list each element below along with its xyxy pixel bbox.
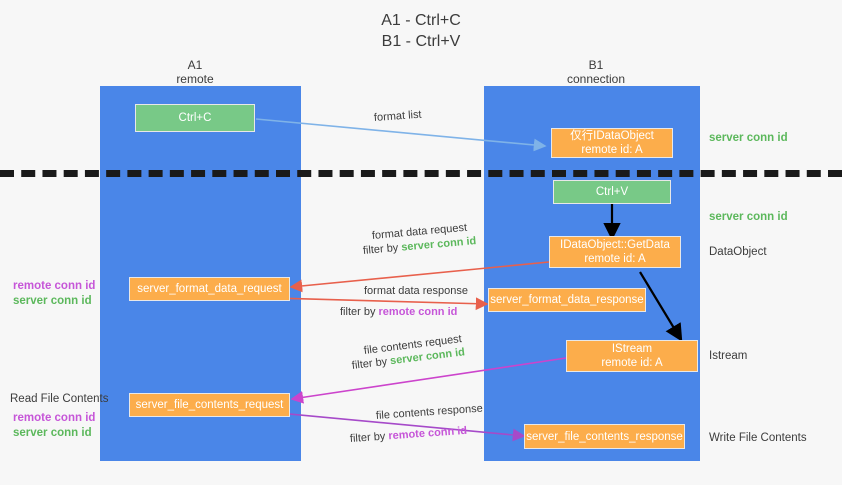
node-getdata-line1: IDataObject::GetData (560, 239, 670, 251)
side-label-istream: Istream (709, 350, 748, 362)
node-idataobject-remote-line1: 仅行IDataObject (570, 130, 654, 142)
filter-prefix: filter by (351, 355, 391, 372)
node-ctrl-c[interactable]: Ctrl+C (135, 104, 255, 132)
node-server-format-data-request-line1: server_format_data_request (137, 283, 282, 295)
column-header-b1: B1 connection (516, 58, 676, 86)
edge-label-format-list: format list (373, 108, 422, 124)
node-server-file-contents-request-line1: server_file_contents_request (135, 399, 284, 411)
side-label-server-conn-id-mid: server conn id (709, 211, 788, 223)
node-istream-line1: IStream (611, 343, 653, 355)
node-idataobject-remote-line2: remote id: A (581, 144, 643, 156)
side-label-server-conn-id-left-mid: server conn id (13, 295, 92, 307)
node-server-file-contents-request[interactable]: server_file_contents_request (129, 393, 290, 417)
column-header-a1-sub: remote (176, 72, 214, 86)
edge-label-format-data-response-filter: filter by remote conn id (340, 305, 457, 320)
node-ctrl-c-line1: Ctrl+C (178, 112, 212, 124)
filter-prefix: filter by (362, 241, 402, 257)
edge-label-file-contents-response-filter: filter by remote conn id (349, 424, 468, 447)
column-header-a1-name: A1 (187, 58, 203, 72)
side-label-remote-conn-id-bottom: remote conn id (13, 412, 96, 424)
node-getdata[interactable]: IDataObject::GetData remote id: A (549, 236, 681, 268)
title-line-1: A1 - Ctrl+C (381, 12, 461, 29)
node-istream[interactable]: IStream remote id: A (566, 340, 698, 372)
filter-prefix: filter by (340, 306, 379, 318)
page-title: A1 - Ctrl+C B1 - Ctrl+V (0, 10, 842, 52)
node-server-file-contents-response-line1: server_file_contents_response (526, 430, 683, 443)
edge-label-format-data-response: format data response (364, 285, 468, 297)
column-header-a1: A1 remote (115, 58, 275, 86)
node-server-file-contents-response[interactable]: server_file_contents_response (524, 424, 685, 449)
node-getdata-line2: remote id: A (584, 253, 646, 265)
divider-dashed-line (0, 170, 842, 177)
side-label-read-file-contents: Read File Contents (10, 393, 109, 405)
side-label-remote-conn-id-mid: remote conn id (13, 280, 96, 292)
side-label-server-conn-id-top: server conn id (709, 132, 788, 144)
node-idataobject-remote[interactable]: 仅行IDataObject remote id: A (551, 128, 673, 158)
node-server-format-data-response[interactable]: server_format_data_response (488, 288, 646, 312)
filter-value-remote-conn-id: remote conn id (378, 306, 458, 318)
side-label-server-conn-id-bottom: server conn id (13, 427, 92, 439)
node-ctrl-v-line1: Ctrl+V (595, 186, 629, 198)
node-server-format-data-response-line1: server_format_data_response (490, 294, 644, 306)
column-header-b1-name: B1 (588, 58, 604, 72)
node-istream-line2: remote id: A (601, 357, 663, 369)
side-label-write-file-contents: Write File Contents (709, 432, 807, 444)
node-ctrl-v[interactable]: Ctrl+V (553, 180, 671, 204)
filter-prefix: filter by (349, 430, 389, 445)
side-label-dataobject: DataObject (709, 246, 767, 258)
column-header-b1-sub: connection (566, 72, 626, 86)
node-server-format-data-request[interactable]: server_format_data_request (129, 277, 290, 301)
title-line-2: B1 - Ctrl+V (381, 33, 461, 50)
edge-label-file-contents-response: file contents response (375, 402, 484, 422)
filter-value-remote-conn-id: remote conn id (387, 424, 468, 443)
